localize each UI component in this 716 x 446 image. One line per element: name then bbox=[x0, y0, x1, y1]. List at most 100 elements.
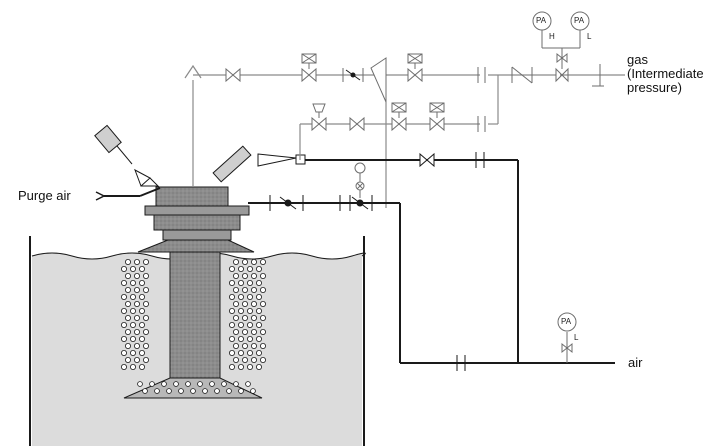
bubble bbox=[209, 381, 215, 387]
bubble bbox=[166, 388, 172, 394]
burner-head bbox=[155, 186, 229, 208]
bubble bbox=[133, 300, 140, 307]
bubble bbox=[246, 363, 253, 370]
bubble bbox=[138, 363, 145, 370]
pilot-tube bbox=[212, 145, 252, 183]
gauge-pa-air-label: PA bbox=[561, 317, 572, 326]
bubble bbox=[232, 258, 239, 265]
bubble bbox=[142, 300, 149, 307]
bubble bbox=[259, 356, 266, 363]
bubble bbox=[133, 342, 140, 349]
bubble bbox=[149, 381, 155, 387]
gas-label-line3: pressure) bbox=[627, 80, 682, 95]
bubble bbox=[233, 381, 239, 387]
bubble bbox=[237, 279, 244, 286]
bubble bbox=[129, 349, 136, 356]
bubble bbox=[129, 363, 136, 370]
bubble bbox=[241, 328, 248, 335]
bubble bbox=[121, 279, 128, 286]
bubble bbox=[125, 342, 132, 349]
bubble bbox=[129, 293, 136, 300]
bubble bbox=[237, 307, 244, 314]
bubble bbox=[142, 342, 149, 349]
gas-valve-6 bbox=[391, 116, 407, 132]
bubble bbox=[173, 381, 179, 387]
air-fittings bbox=[269, 152, 485, 371]
bubble bbox=[250, 342, 257, 349]
bubble bbox=[259, 328, 266, 335]
bubble bbox=[246, 321, 253, 328]
gas-butterfly bbox=[342, 57, 387, 103]
bubble bbox=[138, 293, 145, 300]
burner bbox=[123, 186, 263, 399]
bubble bbox=[142, 314, 149, 321]
air-label: air bbox=[628, 355, 643, 370]
bubble bbox=[129, 265, 136, 272]
air-valve-1 bbox=[419, 152, 435, 168]
bubble bbox=[250, 388, 256, 394]
bubble bbox=[121, 363, 128, 370]
bubble bbox=[125, 356, 132, 363]
bubble bbox=[185, 381, 191, 387]
gauge-pa-low bbox=[570, 11, 590, 31]
bubble bbox=[228, 265, 235, 272]
bubble bbox=[259, 342, 266, 349]
bubble bbox=[121, 335, 128, 342]
bubble bbox=[228, 321, 235, 328]
riser-arrow bbox=[184, 64, 202, 79]
gauge-pa-high bbox=[532, 11, 552, 31]
bubble bbox=[237, 363, 244, 370]
gas-valve-4 bbox=[311, 116, 327, 132]
bubble bbox=[241, 272, 248, 279]
bubble bbox=[121, 321, 128, 328]
bubble bbox=[250, 356, 257, 363]
bubble bbox=[232, 300, 239, 307]
purge-air-arrow bbox=[95, 191, 106, 201]
bubble bbox=[250, 328, 257, 335]
bubble bbox=[142, 388, 148, 394]
bubble bbox=[232, 356, 239, 363]
burner-tube bbox=[169, 251, 221, 381]
gas-bubbles bbox=[121, 258, 266, 394]
gauge-h-label: H bbox=[549, 32, 555, 41]
bubble bbox=[129, 307, 136, 314]
bubble bbox=[241, 300, 248, 307]
bubble bbox=[138, 349, 145, 356]
purge-air-label: Purge air bbox=[18, 188, 71, 203]
purge-air-line-bend bbox=[139, 187, 161, 197]
bubble bbox=[237, 321, 244, 328]
gauge-pa-low-label: PA bbox=[574, 16, 585, 25]
bubble bbox=[121, 293, 128, 300]
bubble bbox=[241, 356, 248, 363]
bubble bbox=[255, 321, 262, 328]
burner-flange bbox=[144, 205, 250, 216]
bubble bbox=[214, 388, 220, 394]
bubble bbox=[125, 300, 132, 307]
bubble bbox=[259, 286, 266, 293]
bubble bbox=[228, 307, 235, 314]
bubble bbox=[138, 321, 145, 328]
bubble bbox=[142, 286, 149, 293]
bubble bbox=[138, 335, 145, 342]
purge-valve-a bbox=[134, 168, 151, 187]
bubble bbox=[133, 258, 140, 265]
bubble bbox=[226, 388, 232, 394]
bubble bbox=[133, 286, 140, 293]
bubble bbox=[255, 335, 262, 342]
bubble bbox=[125, 286, 132, 293]
bubble bbox=[125, 272, 132, 279]
bubble bbox=[232, 286, 239, 293]
check-valve bbox=[511, 66, 533, 84]
bubble bbox=[255, 293, 262, 300]
gas-valve-4-regulator bbox=[312, 103, 326, 113]
bubble bbox=[237, 335, 244, 342]
bubble bbox=[178, 388, 184, 394]
bubble bbox=[250, 258, 257, 265]
bubble bbox=[255, 363, 262, 370]
bubble bbox=[259, 272, 266, 279]
gas-valve-2 bbox=[301, 67, 317, 83]
gas-inlet-fittings bbox=[555, 64, 625, 87]
bubble bbox=[232, 342, 239, 349]
bubble bbox=[241, 314, 248, 321]
bubble bbox=[228, 279, 235, 286]
